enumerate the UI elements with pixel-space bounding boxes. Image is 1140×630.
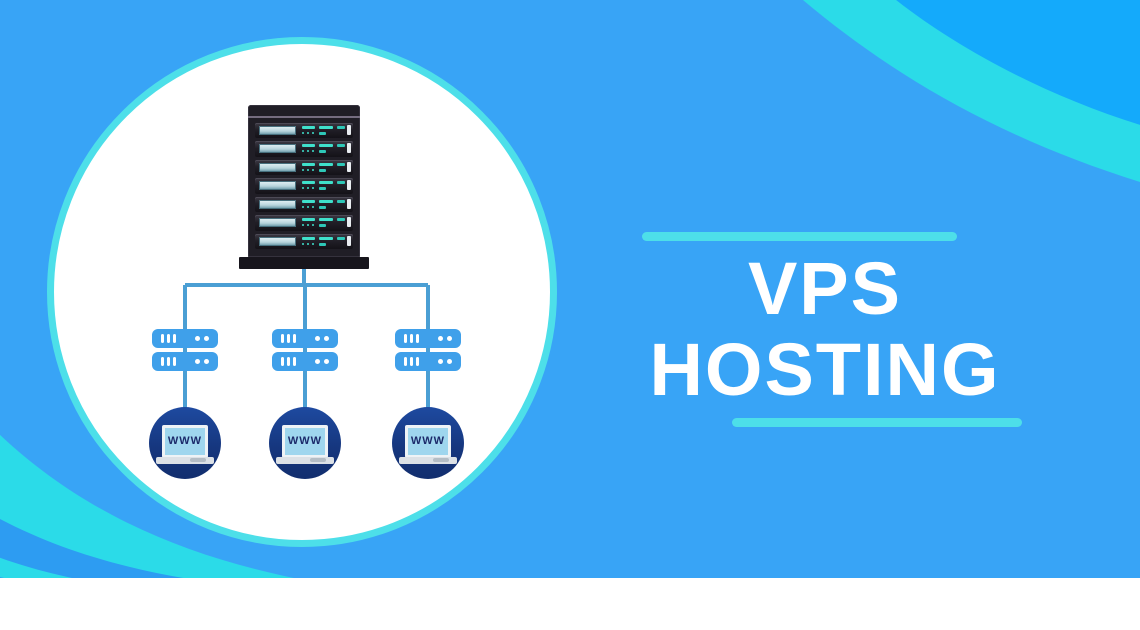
rack-unit-led-dot (307, 187, 309, 190)
rack-unit-led-bar (319, 236, 333, 240)
rack-unit-vent (259, 162, 296, 172)
rack-top-bezel (248, 105, 360, 118)
banner-title-line1: VPS (747, 247, 903, 330)
rack-unit-led-strip (319, 187, 326, 191)
rack-unit-led-bar (319, 144, 333, 148)
rack-unit-led-bar (302, 126, 315, 129)
wave-bottom-left-blue-mid (0, 518, 320, 594)
rack-unit-vent (259, 218, 296, 228)
rack-unit-led-dot (312, 242, 314, 245)
rack-unit-led-dot (312, 132, 314, 134)
rack-unit-led-bar (319, 181, 333, 185)
rack-unit-led-dot (312, 187, 314, 190)
rack-unit-led-dot (312, 168, 314, 171)
rack-unit-led-bar (337, 162, 345, 166)
rack-units (248, 118, 360, 255)
rack-unit-vent (259, 199, 296, 209)
rack-unit-led-bar (337, 126, 345, 129)
rack-unit-led-dot (302, 187, 304, 190)
rack-unit-led-bar (302, 218, 315, 222)
rack-unit-led-bar (302, 162, 315, 166)
rack-unit-power-slot (347, 180, 351, 191)
server-rack-icon (239, 105, 369, 269)
rack-unit-led-dot (312, 205, 314, 208)
rack-unit-led-dot (302, 224, 304, 227)
rack-unit-led-bar (319, 162, 333, 166)
rack-unit-led-bar (337, 181, 345, 185)
rack-unit-led-strip (319, 168, 326, 172)
rack-unit-icon (255, 215, 353, 231)
rack-unit-power-slot (347, 235, 351, 246)
rack-unit-vent (259, 144, 296, 154)
rack-unit-icon (255, 141, 353, 157)
rack-unit-power-slot (347, 217, 351, 228)
rack-unit-led-bar (319, 126, 333, 129)
rack-unit-led-bar (337, 218, 345, 222)
rack-unit-led-bar (319, 199, 333, 203)
bottom-white-strip (0, 578, 1140, 630)
rack-unit-led-dot (312, 224, 314, 227)
rack-unit-led-dot (307, 150, 309, 153)
title-rule-top (642, 232, 957, 241)
rack-unit-power-slot (347, 143, 351, 154)
rack-unit-led-strip (319, 242, 326, 246)
rack-unit-led-strip (319, 224, 326, 228)
rack-unit-led-bar (337, 199, 345, 203)
rack-unit-led-dot (302, 132, 304, 134)
rack-unit-led-dot (307, 205, 309, 208)
rack-unit-led-dot (312, 150, 314, 153)
wave-bottom-left-cyan-outer (0, 434, 400, 595)
rack-unit-power-slot (347, 198, 351, 209)
rack-unit-led-dot (307, 242, 309, 245)
rack-unit-vent (259, 236, 296, 246)
rack-unit-icon (255, 233, 353, 249)
rack-unit-icon (255, 123, 353, 139)
rack-unit-icon (255, 196, 353, 213)
rack-unit-led-strip (319, 205, 326, 209)
rack-unit-led-bar (302, 199, 315, 203)
rack-unit-led-dot (307, 224, 309, 227)
rack-unit-led-bar (337, 144, 345, 148)
rack-unit-led-dot (302, 168, 304, 171)
banner-title-line2: HOSTING (649, 328, 1001, 411)
rack-unit-led-bar (302, 236, 315, 240)
rack-unit-led-dot (302, 205, 304, 208)
rack-unit-led-dot (302, 242, 304, 245)
rack-unit-icon (255, 178, 353, 194)
rack-unit-vent (259, 181, 296, 191)
rack-unit-led-strip (319, 150, 326, 154)
wave-top-right-blue (896, 0, 1140, 125)
title-rule-bottom (732, 418, 1022, 427)
rack-unit-vent (259, 126, 296, 135)
rack-unit-led-bar (302, 181, 315, 185)
rack-unit-led-bar (302, 144, 315, 148)
rack-unit-led-dot (307, 132, 309, 134)
rack-unit-led-dot (302, 150, 304, 153)
rack-unit-power-slot (347, 125, 351, 135)
rack-unit-led-strip (319, 132, 326, 135)
rack-unit-led-bar (337, 236, 345, 240)
rack-base (239, 257, 369, 269)
rack-unit-power-slot (347, 161, 351, 172)
rack-unit-led-dot (307, 168, 309, 171)
rack-unit-led-bar (319, 218, 333, 222)
rack-unit-icon (255, 159, 353, 176)
